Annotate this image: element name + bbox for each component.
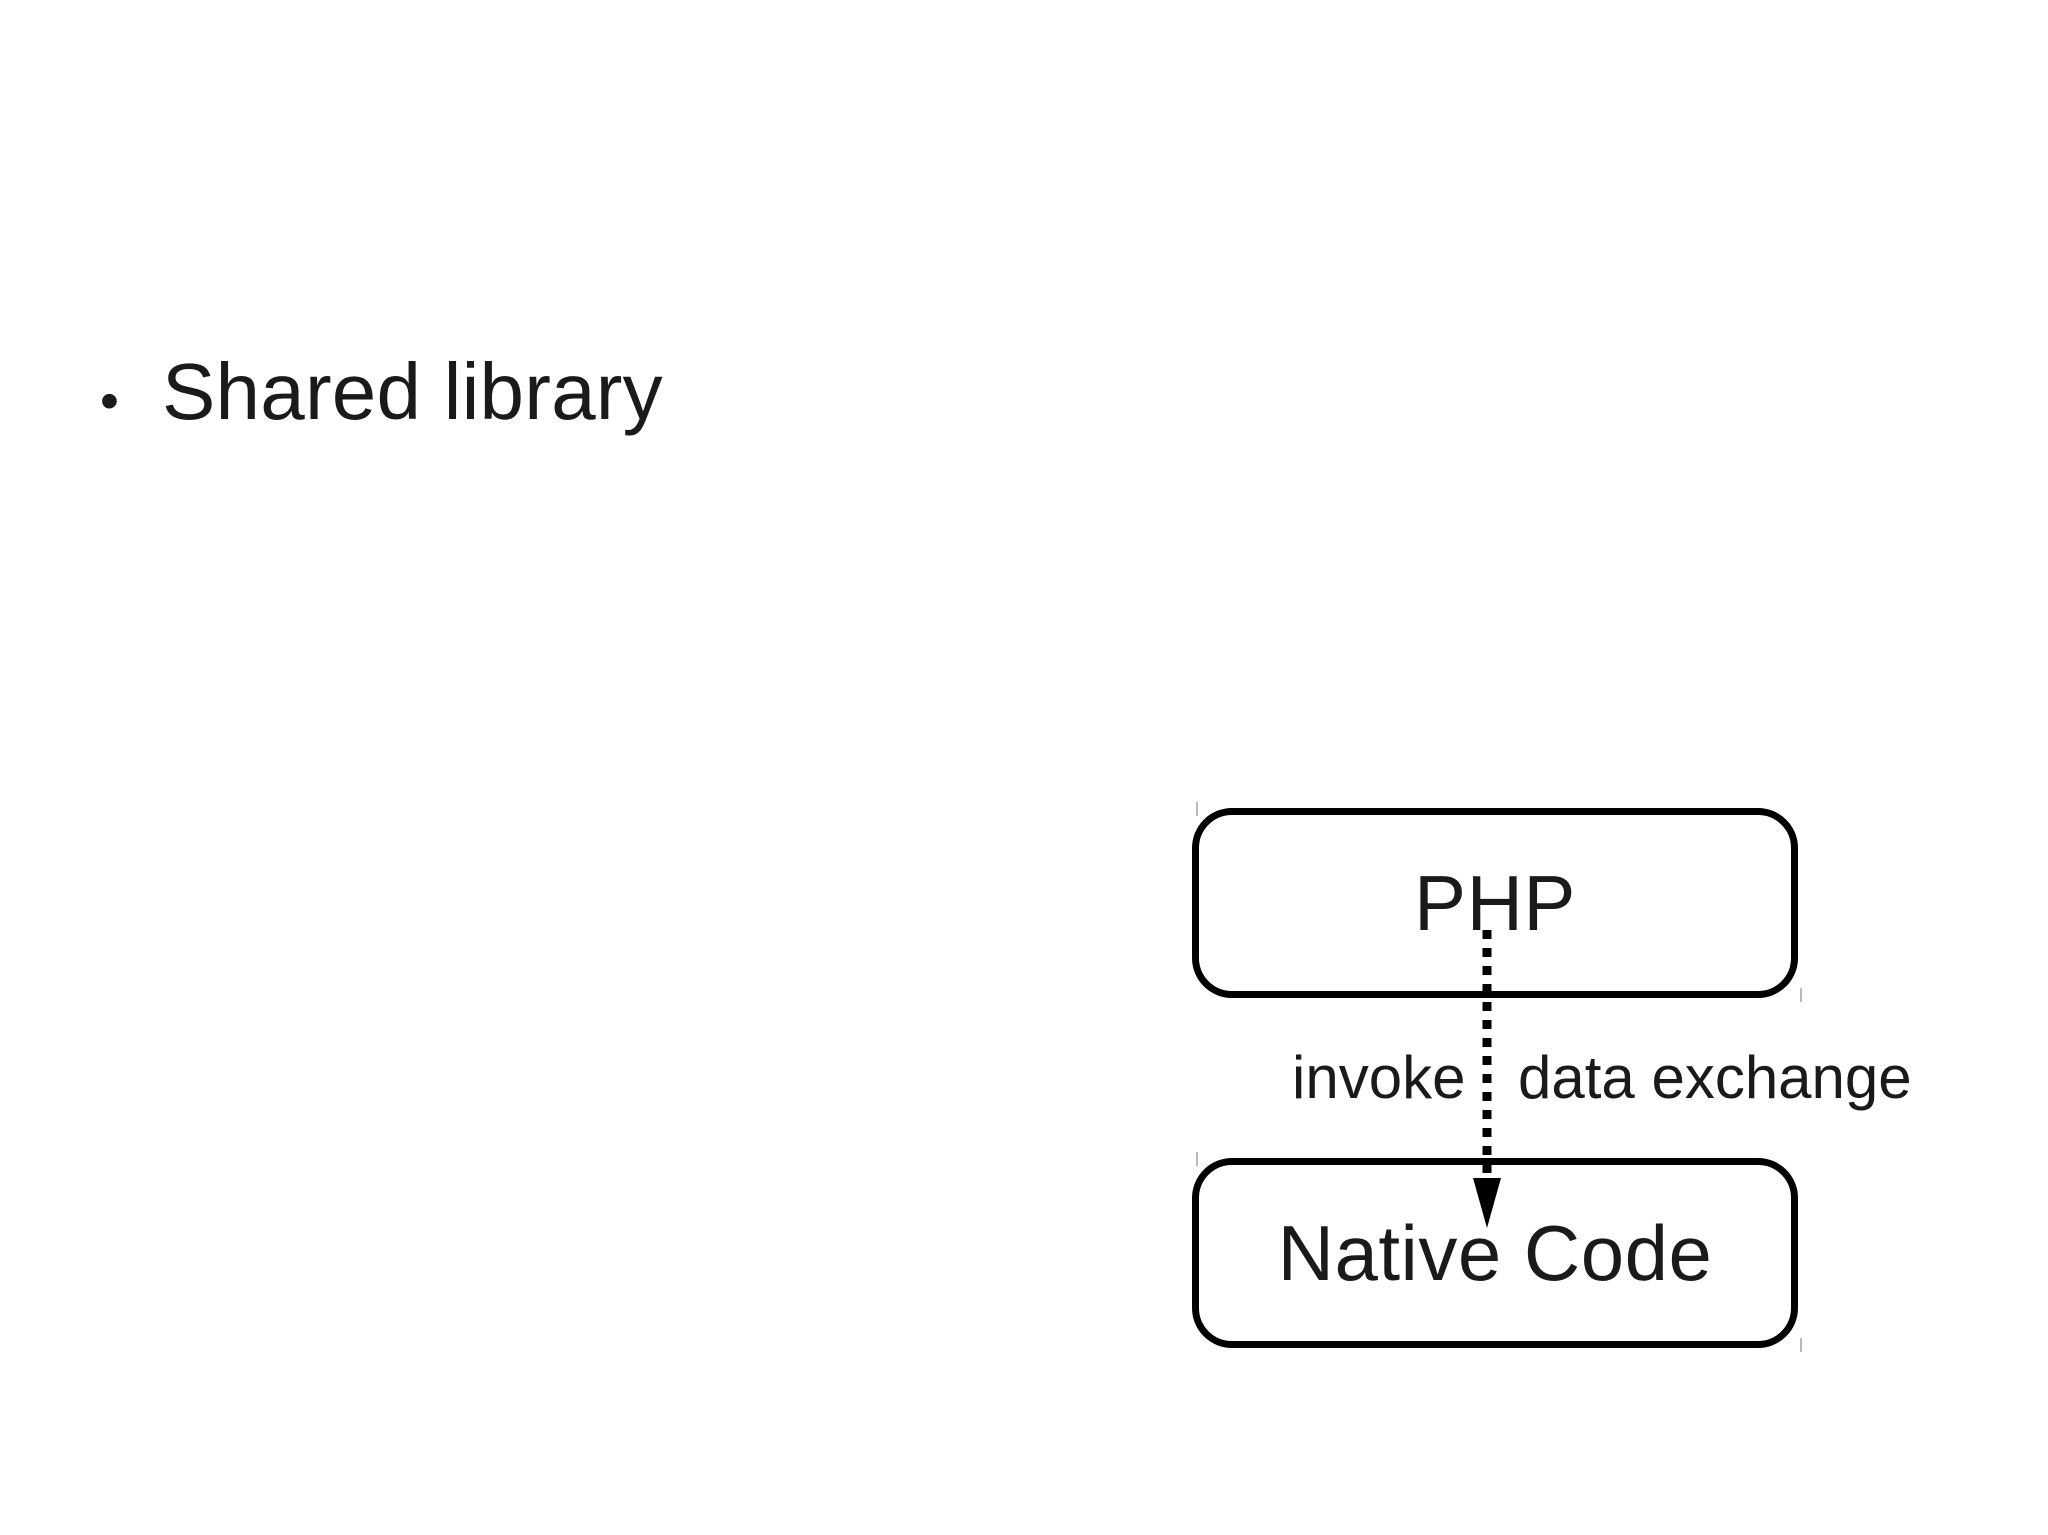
selection-handle-tick [1196,1152,1198,1166]
diagram-node-native-code-label: Native Code [1277,1209,1713,1297]
selection-handle-tick [1800,988,1802,1002]
diagram-node-native-code[interactable]: Native Code [1192,1158,1798,1348]
bullet-list: • Shared library [100,352,663,432]
selection-handle-tick [1196,802,1198,816]
connector-label-invoke: invoke [1292,1044,1466,1111]
architecture-diagram: PHP Native Code invoke data exchange [1180,790,1912,1370]
diagram-node-php-label: PHP [1414,859,1576,947]
list-item: • Shared library [100,352,663,432]
selection-handle-tick [1800,1338,1802,1352]
bullet-item-label: Shared library [162,347,663,436]
bullet-point-icon: • [100,371,120,431]
diagram-node-php[interactable]: PHP [1192,808,1798,998]
connector-label-data-exchange: data exchange [1518,1044,1912,1111]
